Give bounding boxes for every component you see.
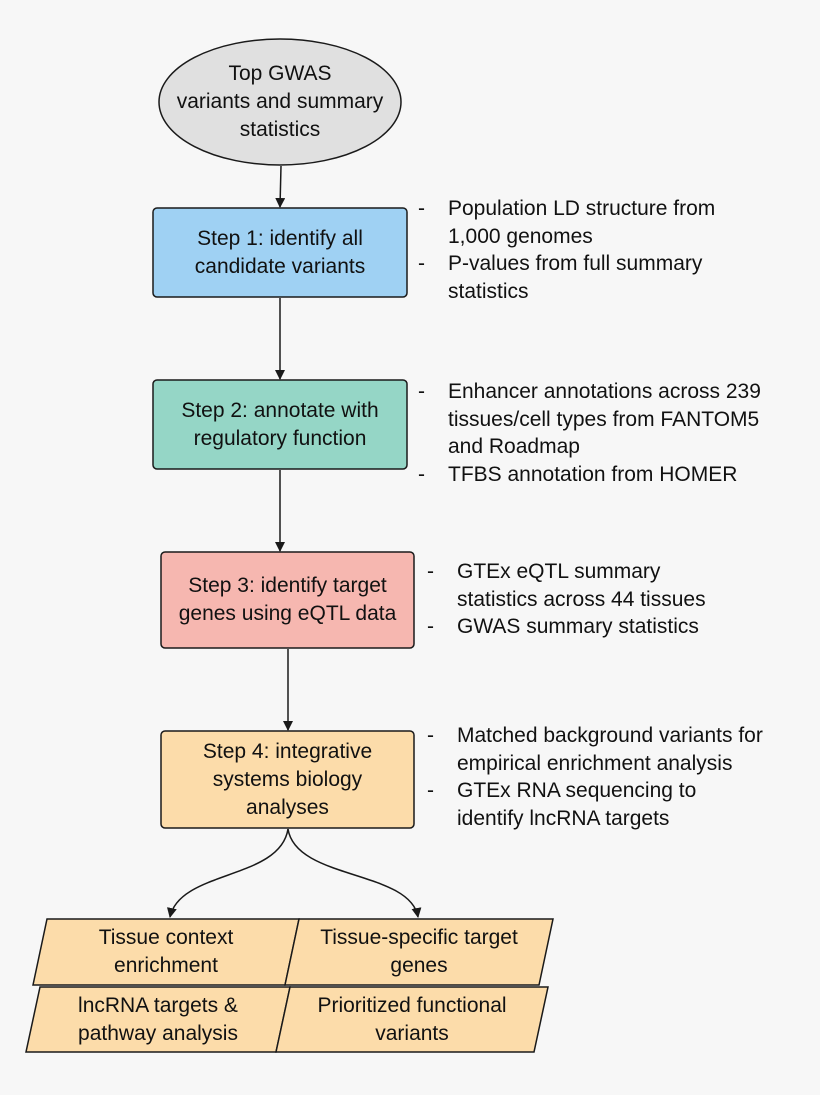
note-line: and Roadmap (448, 435, 580, 458)
step-4-box (160, 730, 415, 829)
note-item: - GWAS summary statistics (427, 613, 817, 641)
output-prioritized-box (275, 986, 549, 1053)
step-2-label: Step 2: annotate with regulatory functio… (153, 380, 407, 469)
output-line: Prioritized functional (317, 993, 507, 1017)
note-line: Enhancer annotations across 239 (448, 380, 761, 403)
note-item: - Enhancer annotations across 239 tissue… (418, 378, 818, 461)
step-1-label: Step 1: identify all candidate variants (153, 208, 407, 297)
bullet-dash: - (427, 615, 434, 638)
step-1-box (152, 207, 408, 298)
note-line: GWAS summary statistics (457, 615, 699, 638)
bullet-dash: - (427, 560, 434, 583)
output-lncrna-label: lncRNA targets & pathway analysis (33, 987, 283, 1052)
start-line: statistics (239, 118, 321, 141)
output-tissue-specific-box (284, 918, 554, 986)
step-2-notes: - Enhancer annotations across 239 tissue… (418, 378, 818, 488)
note-item: - GTEx RNA sequencing to identify lncRNA… (427, 777, 817, 832)
note-line: identify lncRNA targets (457, 806, 670, 830)
step-1-line: candidate variants (194, 254, 366, 278)
note-line: empirical enrichment analysis (457, 751, 733, 775)
note-line: 1,000 genomes (448, 224, 593, 248)
step-3-notes: - GTEx eQTL summary statistics across 44… (427, 558, 817, 641)
note-item: - P-values from full summary statistics (418, 250, 818, 305)
output-line: genes (390, 954, 448, 977)
note-item: - GTEx eQTL summary statistics across 44… (427, 558, 817, 613)
bullet-dash: - (418, 462, 425, 486)
note-item: - Population LD structure from 1,000 gen… (418, 195, 818, 250)
step-3-line: genes using eQTL data (178, 602, 397, 625)
step-3-line: Step 3: identify target (188, 574, 387, 597)
bullet-dash: - (427, 779, 434, 802)
start-label: Top GWAS variants and summary statistics (159, 44, 401, 160)
note-item: - TFBS annotation from HOMER (418, 461, 818, 489)
start-line: Top GWAS (228, 62, 332, 85)
step-4-line: systems biology (212, 767, 363, 791)
start-ellipse (158, 38, 402, 166)
note-line: TFBS annotation from HOMER (448, 462, 738, 486)
note-line: Population LD structure from (448, 197, 716, 220)
output-line: lncRNA targets & (78, 993, 238, 1017)
bullet-dash: - (418, 197, 425, 220)
output-line: variants (375, 1021, 449, 1045)
output-tissue-context-label: Tissue context enrichment (40, 919, 292, 985)
note-line: P-values from full summary (448, 252, 703, 275)
step-1-notes: - Population LD structure from 1,000 gen… (418, 195, 818, 305)
arrow-start-to-step1 (275, 165, 286, 208)
step-3-box (160, 551, 415, 649)
note-line: GTEx RNA sequencing to (457, 779, 697, 802)
note-line: Matched background variants for (457, 724, 763, 747)
bullet-dash: - (418, 252, 425, 275)
output-line: Tissue-specific target (320, 926, 518, 949)
step-4-line: analyses (246, 795, 329, 819)
step-2-box (152, 379, 408, 470)
output-line: enrichment (114, 954, 218, 977)
start-line: variants and summary (176, 90, 384, 113)
step-3-label: Step 3: identify target genes using eQTL… (161, 552, 414, 648)
step-4-notes: - Matched background variants for empiri… (427, 722, 817, 832)
step-4-label: Step 4: integrative systems biology anal… (161, 731, 414, 828)
output-line: Tissue context (98, 926, 234, 949)
bullet-dash: - (418, 380, 425, 403)
step-4-line: Step 4: integrative (202, 739, 373, 763)
note-item: - Matched background variants for empiri… (427, 722, 817, 777)
output-prioritized-label: Prioritized functional variants (283, 987, 541, 1052)
step-2-line: Step 2: annotate with (181, 398, 379, 422)
bullet-dash: - (427, 724, 434, 747)
output-tissue-specific-label: Tissue-specific target genes (292, 919, 546, 985)
note-line: GTEx eQTL summary (457, 560, 661, 583)
arrow-step4-to-left-outputs (167, 828, 289, 918)
output-line: pathway analysis (78, 1021, 238, 1045)
note-line: statistics (448, 279, 529, 303)
step-2-line: regulatory function (193, 426, 367, 450)
note-line: statistics across 44 tissues (457, 587, 706, 611)
arrow-step4-to-right-outputs (287, 828, 422, 918)
step-1-line: Step 1: identify all (197, 226, 363, 250)
note-line: tissues/cell types from FANTOM5 (448, 407, 760, 431)
